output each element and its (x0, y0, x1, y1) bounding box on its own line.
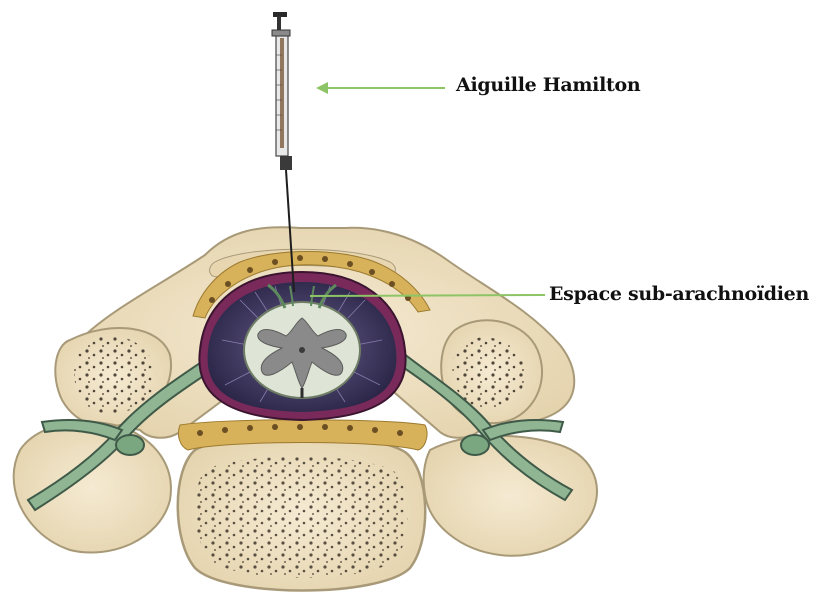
space-pointer-line (310, 295, 545, 296)
subarachnoid-space-label: Espace sub-arachnoïdien (549, 283, 809, 305)
needle-label: Aiguille Hamilton (456, 74, 640, 96)
needle-pointer-arrowhead (316, 82, 328, 94)
